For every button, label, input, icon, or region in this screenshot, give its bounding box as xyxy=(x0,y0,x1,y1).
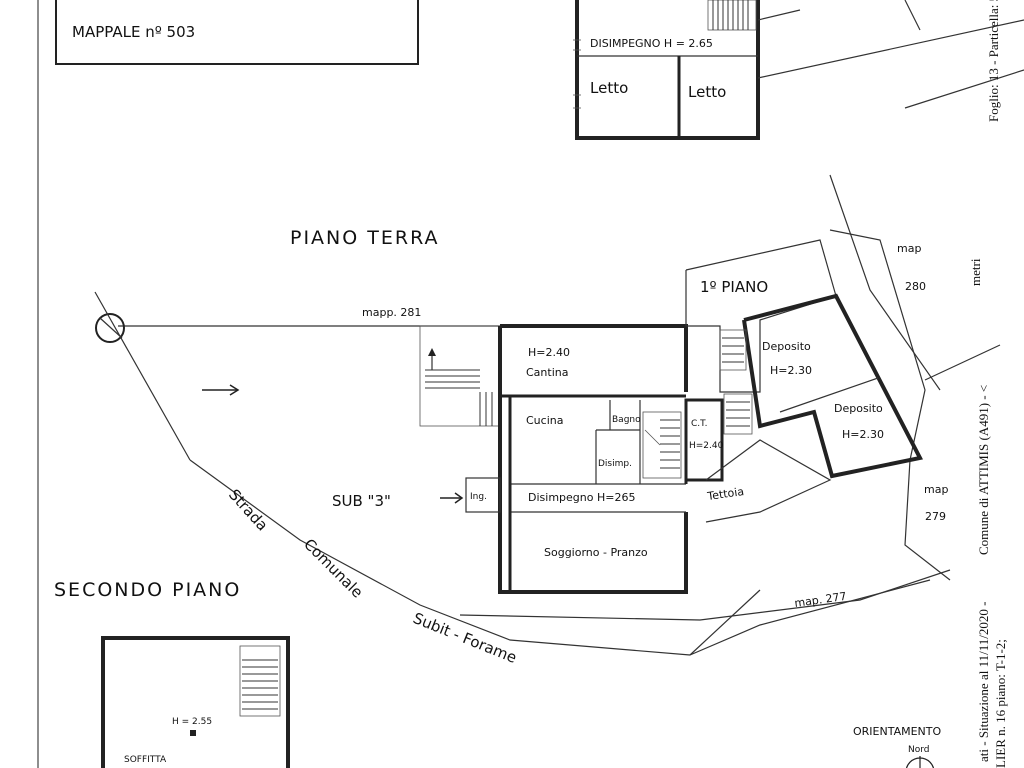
room-soffitta-h: H = 2.55 xyxy=(172,717,212,727)
road-label-comunale: Comunale xyxy=(300,535,366,601)
room-bagno: Bagno xyxy=(612,415,641,425)
room-tettoia: Tettoia xyxy=(706,485,745,503)
room-disimpegno: Disimpegno H=265 xyxy=(528,491,635,504)
label-mapp-280-b: 280 xyxy=(905,280,926,293)
sub-label: SUB "3" xyxy=(332,492,391,510)
side-caption: Foglio: 13 - Particella: 503 - Subaltern… xyxy=(968,0,1008,768)
orientamento-label: ORIENTAMENTO xyxy=(853,725,942,738)
label-mapp-279-a: map xyxy=(924,483,948,496)
side-line-3: Comune di ATTIMIS (A491) - < xyxy=(976,385,991,555)
room-cucina: Cucina xyxy=(526,414,563,427)
room-disimp-small: Disimp. xyxy=(598,459,632,469)
label-mapp-280-a: map xyxy=(897,242,921,255)
room-deposito-2-h: H=2.30 xyxy=(842,428,884,441)
primo-piano-label: 1º PIANO xyxy=(700,278,768,296)
second-floor-plan xyxy=(101,636,290,768)
room-ct: C.T. xyxy=(691,419,707,429)
side-line-5: LIER n. 16 piano: T-1-2; xyxy=(993,639,1008,768)
piano-terra-title: PIANO TERRA xyxy=(290,227,440,249)
side-line-4: ati - Situazione al 11/11/2020 - xyxy=(976,602,991,762)
boundary-lines xyxy=(94,174,1001,656)
mappale-box: MAPPALE nº 503 xyxy=(55,0,419,65)
room-h240: H=2.40 xyxy=(528,346,570,359)
room-soffitta: SOFFITTA xyxy=(124,755,167,765)
room-letto-2: Letto xyxy=(688,83,726,101)
road-label-subit: Subit - Forame xyxy=(411,609,520,667)
arrow-icon xyxy=(202,384,240,396)
room-ct-h: H=2.40 xyxy=(689,441,724,451)
room-deposito-2: Deposito xyxy=(834,402,883,415)
mappale-label: MAPPALE nº 503 xyxy=(72,23,195,41)
room-cantina: Cantina xyxy=(526,366,568,379)
road-label-strada: Strada xyxy=(225,486,271,535)
entrance-arrow-icon xyxy=(440,492,464,504)
label-mapp-279-b: 279 xyxy=(925,510,946,523)
nord-label: Nord xyxy=(908,745,930,755)
room-disimpegno-upper: DISIMPEGNO H = 2.65 xyxy=(590,37,713,50)
north-arrow-icon xyxy=(905,756,935,768)
secondo-piano-title: SECONDO PIANO xyxy=(54,579,241,601)
ground-floor-plan xyxy=(419,239,923,594)
room-deposito-1: Deposito xyxy=(762,340,811,353)
label-mapp-281: mapp. 281 xyxy=(362,306,421,319)
side-line-1: Foglio: 13 - Particella: 503 - Subaltern… xyxy=(986,0,1001,122)
label-mapp-277: map. 277 xyxy=(794,590,848,610)
room-ingresso: Ing. xyxy=(470,492,487,502)
room-deposito-1-h: H=2.30 xyxy=(770,364,812,377)
room-letto-1: Letto xyxy=(590,79,628,97)
room-soggiorno: Soggiorno - Pranzo xyxy=(544,546,648,559)
side-line-2: metri xyxy=(968,258,983,286)
upper-floor-plan: DISIMPEGNO H = 2.65 Letto Letto xyxy=(573,0,1024,140)
